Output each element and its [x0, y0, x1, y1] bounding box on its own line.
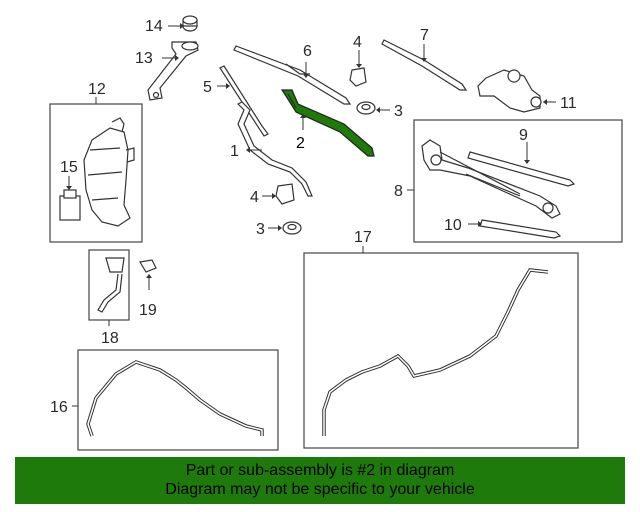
part-17-box [303, 252, 579, 449]
callout-4b: 4 [250, 189, 259, 206]
callout-19: 19 [139, 302, 157, 319]
part-1-hose[interactable] [236, 101, 313, 197]
part-4-cap-top[interactable] [349, 50, 367, 87]
callout-18: 18 [101, 330, 119, 347]
callout-3b: 3 [256, 221, 265, 238]
part-16-box [77, 349, 279, 451]
part-7-wiper-blade[interactable] [381, 39, 468, 91]
part-12-reservoir[interactable] [83, 117, 135, 227]
callout-13: 13 [135, 50, 153, 67]
part-16-hose-assembly[interactable] [86, 360, 264, 437]
callout-14: 14 [145, 18, 163, 35]
callout-2: 2 [296, 135, 305, 152]
part-3-nut-top[interactable] [356, 101, 390, 115]
part-15-pump[interactable] [59, 176, 81, 221]
callout-11: 11 [560, 95, 577, 112]
callout-15: 15 [60, 159, 78, 176]
callout-5: 5 [203, 79, 212, 96]
part-13-bracket[interactable] [147, 41, 199, 101]
part-5-blade-insert[interactable] [217, 65, 269, 137]
part-18-nozzle-hose[interactable] [97, 257, 125, 313]
part-8-box [413, 119, 623, 243]
part-3-nut-bottom[interactable] [268, 221, 302, 235]
part-9-link-rod[interactable] [467, 142, 576, 187]
part-6-wiper-blade[interactable] [233, 45, 352, 105]
callout-7: 7 [420, 27, 429, 44]
part-8-linkage[interactable] [421, 139, 561, 219]
callout-3a: 3 [394, 103, 403, 120]
part-19-clip[interactable] [139, 259, 157, 290]
callout-10: 10 [444, 217, 462, 234]
banner-line-2: Diagram may not be specific to your vehi… [165, 481, 475, 498]
part-14-grommet[interactable] [168, 15, 198, 32]
callout-12: 12 [88, 81, 106, 98]
callout-4a: 4 [353, 34, 362, 51]
callout-17: 17 [354, 229, 372, 246]
part-10-link-rod[interactable] [468, 219, 562, 239]
banner-line-1: Part or sub-assembly is #2 in diagram [185, 462, 455, 479]
callout-1: 1 [230, 143, 239, 160]
part-4-cap-bottom[interactable] [262, 183, 295, 205]
callout-8: 8 [394, 183, 403, 200]
part-17-long-hose[interactable] [322, 268, 549, 436]
part-11-wiper-motor[interactable] [477, 69, 556, 113]
callout-9: 9 [519, 127, 528, 144]
info-banner: Part or sub-assembly is #2 in diagram Di… [15, 457, 625, 504]
callout-16: 16 [50, 399, 68, 416]
part-2-wiper-arm[interactable] [280, 89, 375, 157]
callout-6: 6 [303, 43, 312, 60]
